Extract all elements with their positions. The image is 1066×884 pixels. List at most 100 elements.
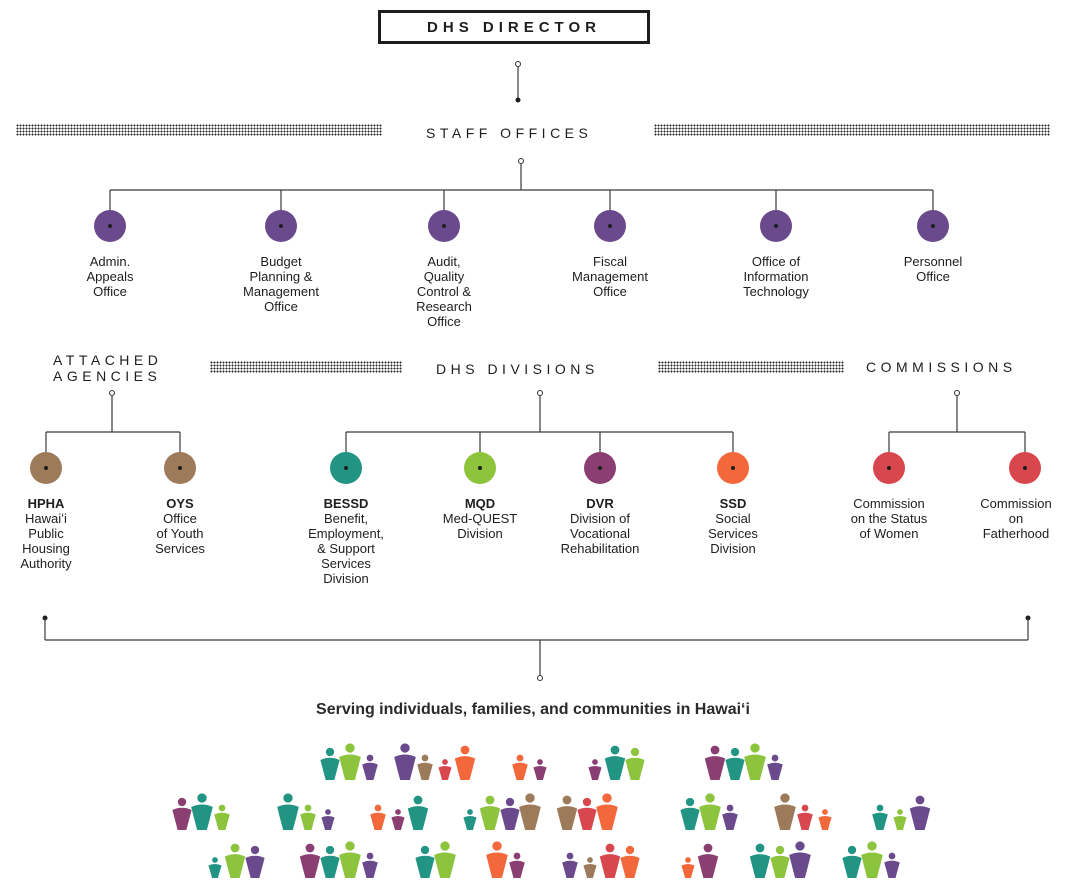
person-2-1 xyxy=(533,759,547,780)
dotted-rule-staff-right xyxy=(654,124,1050,136)
person-0-0 xyxy=(320,747,340,780)
person-6-0 xyxy=(277,793,299,830)
person-8-3 xyxy=(519,793,541,830)
dotted-rule-divisions-right xyxy=(658,361,844,373)
person-13-1 xyxy=(224,843,246,878)
person-18-1 xyxy=(697,843,719,878)
node-dvr-center xyxy=(598,466,602,470)
node-personnel-center xyxy=(931,224,935,228)
staff-connector-dot xyxy=(517,157,525,165)
person-16-0 xyxy=(486,841,508,878)
person-5-2 xyxy=(214,804,230,830)
person-4-0 xyxy=(704,745,726,780)
person-9-1 xyxy=(577,797,597,830)
bracket-stem-dot xyxy=(536,674,544,682)
person-17-1 xyxy=(583,857,597,878)
node-oys-center xyxy=(178,466,182,470)
person-19-0 xyxy=(749,843,771,878)
person-2-0 xyxy=(512,754,528,780)
person-3-0 xyxy=(588,759,602,780)
person-1-2 xyxy=(438,759,452,780)
person-19-2 xyxy=(789,841,811,878)
division-connector-dot xyxy=(536,389,544,397)
heading-attached-line-2: AGENCIES xyxy=(53,368,162,384)
person-3-1 xyxy=(604,745,626,780)
person-14-1 xyxy=(320,845,340,878)
person-12-2 xyxy=(909,795,931,830)
person-17-2 xyxy=(599,843,621,878)
person-20-2 xyxy=(884,852,900,878)
tagline: Serving individuals, families, and commu… xyxy=(316,701,750,718)
director-connector-top xyxy=(514,60,522,68)
person-9-2 xyxy=(596,793,618,830)
node-mqd-center xyxy=(478,466,482,470)
person-20-1 xyxy=(861,841,883,878)
node-admin-appeals-center xyxy=(108,224,112,228)
person-8-1 xyxy=(479,795,501,830)
node-oit-center xyxy=(774,224,778,228)
person-15-0 xyxy=(415,845,435,878)
person-7-2 xyxy=(407,795,429,830)
heading-attached-agencies: ATTACHED AGENCIES xyxy=(53,352,162,384)
person-15-1 xyxy=(434,841,456,878)
node-women-center xyxy=(887,466,891,470)
node-fatherhood-center xyxy=(1023,466,1027,470)
node-budget-center xyxy=(279,224,283,228)
heading-staff-offices: STAFF OFFICES xyxy=(426,125,593,141)
person-7-0 xyxy=(370,804,386,830)
person-4-3 xyxy=(767,754,783,780)
person-1-0 xyxy=(394,743,416,780)
director-box: DHS DIRECTOR xyxy=(378,10,650,44)
heading-attached-line-1: ATTACHED xyxy=(53,352,163,368)
person-5-0 xyxy=(172,797,192,830)
person-11-2 xyxy=(818,809,832,830)
person-14-3 xyxy=(362,852,378,878)
person-13-0 xyxy=(208,857,222,878)
agency-connector-dot xyxy=(108,389,116,397)
dotted-rule-staff-left xyxy=(16,124,382,136)
person-12-1 xyxy=(893,809,907,830)
heading-commissions: COMMISSIONS xyxy=(866,359,1017,375)
person-6-2 xyxy=(321,809,335,830)
person-19-1 xyxy=(770,845,790,878)
person-6-1 xyxy=(300,804,316,830)
person-5-1 xyxy=(191,793,213,830)
person-8-0 xyxy=(463,809,477,830)
heading-dhs-divisions: DHS DIVISIONS xyxy=(436,361,599,377)
person-8-2 xyxy=(500,797,520,830)
person-12-0 xyxy=(872,804,888,830)
director-connector-bottom xyxy=(515,97,521,103)
person-0-1 xyxy=(339,743,361,780)
node-fiscal-center xyxy=(608,224,612,228)
person-17-3 xyxy=(620,845,640,878)
person-16-1 xyxy=(509,852,525,878)
person-10-0 xyxy=(680,797,700,830)
director-label: DHS DIRECTOR xyxy=(427,18,601,36)
node-bessd-center xyxy=(344,466,348,470)
person-17-0 xyxy=(562,852,578,878)
node-ssd-center xyxy=(731,466,735,470)
person-1-3 xyxy=(454,745,476,780)
person-1-1 xyxy=(417,754,433,780)
node-audit-center xyxy=(442,224,446,228)
person-14-0 xyxy=(299,843,321,878)
person-0-2 xyxy=(362,754,378,780)
person-11-0 xyxy=(774,793,796,830)
person-3-2 xyxy=(625,747,645,780)
person-9-0 xyxy=(556,795,578,830)
